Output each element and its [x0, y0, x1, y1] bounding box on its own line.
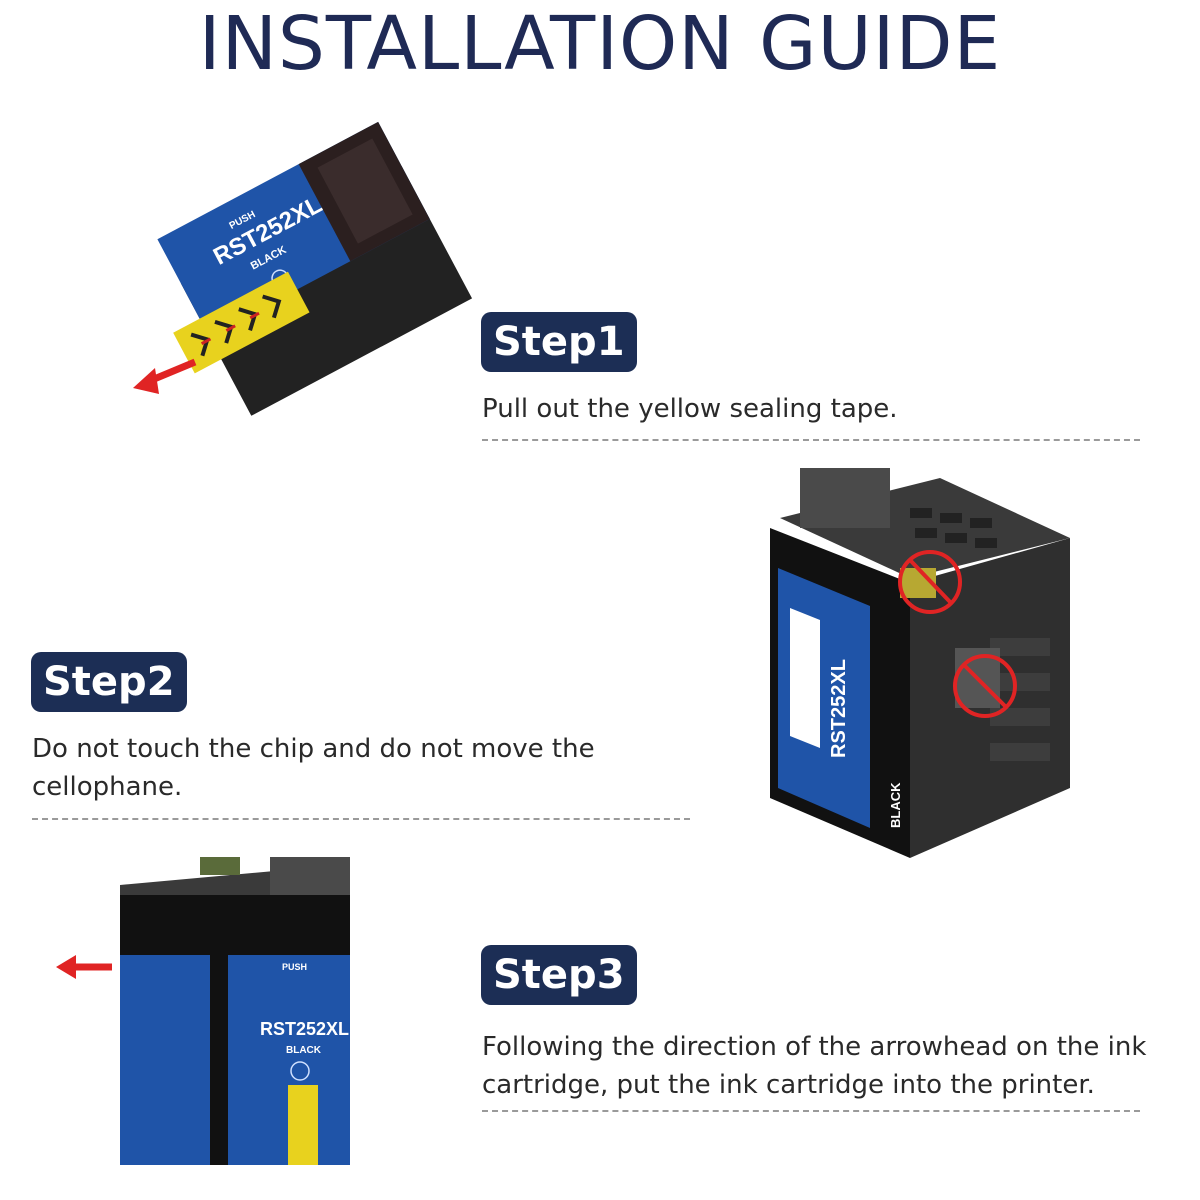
step1-cartridge-illustration: RST252XL PUSH BLACK: [133, 121, 473, 416]
yellow-sealing-tape: [173, 271, 310, 374]
cartridge3-band: [120, 895, 350, 955]
step2-cartridge-illustration: RST252XL BLACK: [770, 468, 1070, 858]
step3-cartridge-illustration: PUSH RST252XL BLACK: [56, 857, 350, 1165]
cartridge3-model-label: RST252XL: [260, 1019, 349, 1039]
step3-badge: Step3: [481, 945, 637, 1005]
step2-divider: [32, 818, 690, 820]
cartridge2-color-label: BLACK: [888, 782, 903, 828]
cartridge3-push-label: PUSH: [282, 962, 307, 972]
cartridge2-model-label: RST252XL: [828, 659, 850, 758]
cartridge3-color-label: BLACK: [286, 1045, 322, 1056]
step3-text: Following the direction of the arrowhead…: [482, 1032, 1147, 1100]
step2-badge: Step2: [31, 652, 187, 712]
step1-text: Pull out the yellow sealing tape.: [482, 394, 898, 424]
page-title: INSTALLATION GUIDE: [198, 1, 1002, 87]
no-touch-icon: [898, 550, 962, 614]
red-arrow-icon-3: [56, 955, 112, 979]
step3-divider: [482, 1110, 1140, 1112]
step2-text: Do not touch the chip and do not move th…: [32, 734, 595, 802]
red-arrow-icon: [133, 358, 197, 394]
step1-badge: Step1: [481, 312, 637, 372]
no-move-icon: [953, 654, 1017, 718]
recycle-icon-3: [290, 1061, 310, 1081]
step1-divider: [482, 439, 1140, 441]
